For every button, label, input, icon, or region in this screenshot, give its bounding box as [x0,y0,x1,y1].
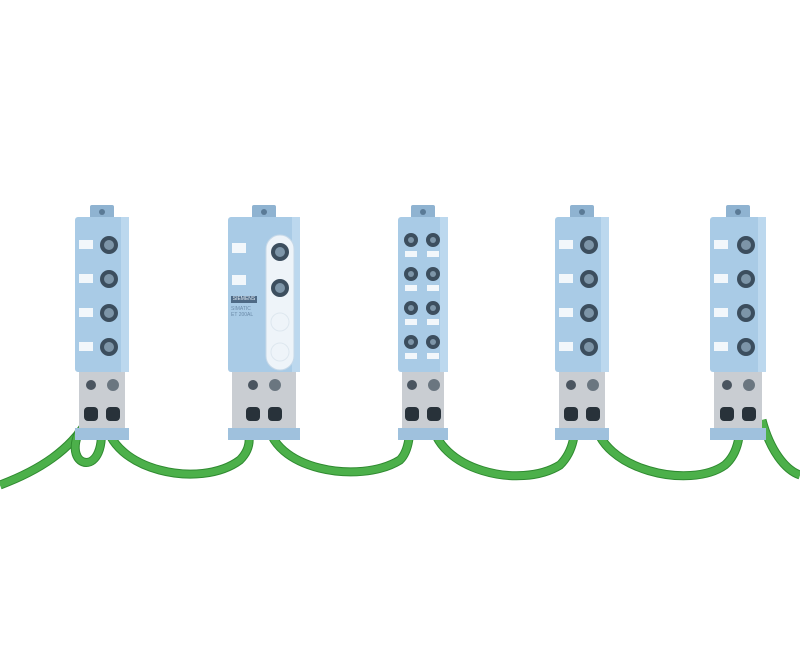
label-field [427,251,439,257]
connector-pins [584,274,594,284]
mounting-screw-icon [99,209,105,215]
connector-pins [430,271,436,277]
power-connector-icon [566,380,576,390]
connector-plate [714,372,762,432]
product-name-line2: ET 200AL [231,312,254,318]
module-edge [440,217,448,372]
bus-connector-icon [106,407,120,421]
connector-strip [265,234,295,371]
label-field [79,240,93,249]
connector-pins [408,305,414,311]
label-field [714,308,728,317]
label-field [232,243,246,253]
module-body [555,217,609,372]
label-field [559,342,573,351]
siemens-logo: SIEMENS [231,296,257,303]
mounting-screw-icon [579,209,585,215]
label-field [559,274,573,283]
label-field [559,240,573,249]
connector-plate [232,372,296,432]
bus-connector-icon [84,407,98,421]
label-field [427,353,439,359]
bus-connector-icon [268,407,282,421]
module-base [710,428,766,440]
mounting-screw-icon [261,209,267,215]
io-module [75,205,129,440]
module-base [555,428,609,440]
bus-connector-icon [246,407,260,421]
power-connector-icon [86,380,96,390]
label-field [232,275,246,285]
power-connector-icon [107,379,119,391]
power-connector-icon [428,379,440,391]
connector-plate [79,372,125,432]
module-base [228,428,300,440]
module-edge [121,217,129,372]
label-field [79,308,93,317]
label-field [714,240,728,249]
io-module [398,205,448,440]
connector-pins [430,237,436,243]
connector-pins [584,308,594,318]
label-field [559,308,573,317]
power-connector-icon [743,379,755,391]
connector-pins [584,240,594,250]
bus-connector-icon [720,407,734,421]
connector-pins [408,271,414,277]
power-connector-icon [722,380,732,390]
label-field [405,353,417,359]
mounting-screw-icon [735,209,741,215]
module-edge [601,217,609,372]
empty-port [270,342,290,362]
io-module [228,205,300,440]
power-connector-icon [587,379,599,391]
label-field [427,319,439,325]
connector-pins [741,342,751,352]
bus-connector-icon [427,407,441,421]
module-base [398,428,448,440]
connector-pins [584,342,594,352]
label-field [405,319,417,325]
connector-pins [104,274,114,284]
empty-port [270,312,290,332]
label-field [427,285,439,291]
connector-pins [408,237,414,243]
module-body [75,217,129,372]
module-edge [292,217,300,372]
connector-pins [741,308,751,318]
power-connector-icon [248,380,258,390]
product-name-line1: SIMATIC [231,306,251,312]
connector-pins [275,283,285,293]
label-field [405,251,417,257]
power-connector-icon [407,380,417,390]
power-connector-icon [269,379,281,391]
label-field [714,342,728,351]
bus-connector-icon [586,407,600,421]
io-module [555,205,609,440]
connector-pins [104,308,114,318]
bus-connector-icon [564,407,578,421]
label-field [405,285,417,291]
module-base [75,428,129,440]
mounting-screw-icon [420,209,426,215]
connector-pins [430,339,436,345]
module-edge [758,217,766,372]
connector-pins [741,274,751,284]
connector-plate [559,372,605,432]
connector-pins [104,342,114,352]
label-field [79,342,93,351]
label-field [79,274,93,283]
connector-pins [430,305,436,311]
connector-pins [275,247,285,257]
connector-pins [408,339,414,345]
bus-connector-icon [405,407,419,421]
connector-pins [104,240,114,250]
label-field [714,274,728,283]
io-module [710,205,766,440]
connector-pins [741,240,751,250]
ethernet-cable [428,419,579,480]
module-body [710,217,766,372]
bus-connector-icon [742,407,756,421]
